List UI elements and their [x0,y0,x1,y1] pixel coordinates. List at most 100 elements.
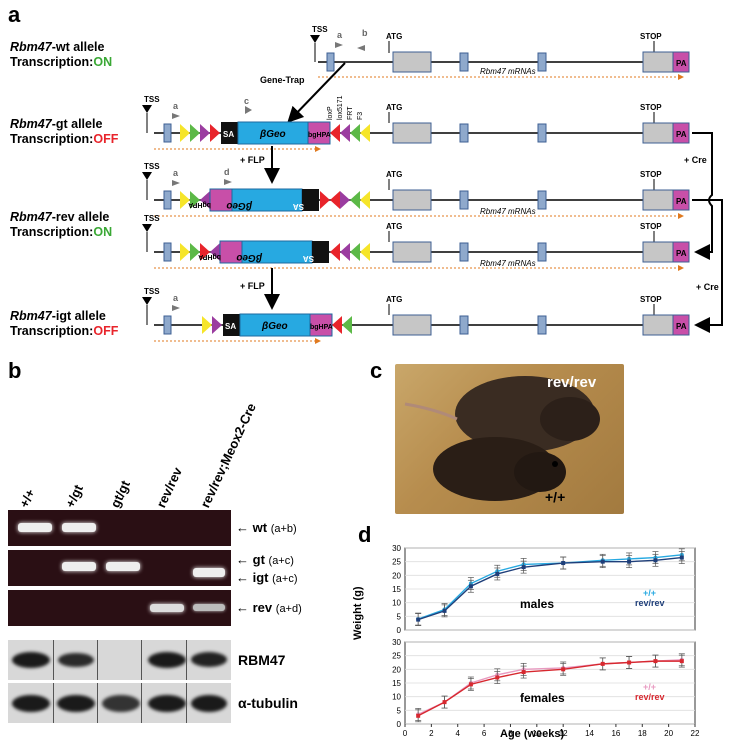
gene-trap-label: Gene-Trap [260,75,305,85]
mouse-photo: rev/rev +/+ [395,364,624,514]
data-point [600,661,605,666]
data-point [521,670,526,675]
y-tick-label: 10 [392,599,401,608]
bgeo-label: βGeo [261,321,288,332]
allele-igt-label: Rbm47-igt allele Transcription:OFF [10,309,118,339]
mrna-label: Rbm47 mRNAs [480,259,536,268]
data-point [679,555,684,560]
data-point [416,617,421,622]
band-name: rev [252,600,273,615]
band-label-rev: ← rev (a+d) [236,600,302,615]
allele-name: -igt allele [51,309,106,323]
bgeo-label: βGeo [236,252,263,263]
tss-label: TSS [144,214,160,223]
pa-label: PA [676,249,687,258]
tss-label: TSS [144,287,160,296]
blot-label-tubulin: α-tubulin [238,695,298,711]
gene-name: Rbm47 [10,117,52,131]
allele-rev-label: Rbm47-rev allele Transcription:ON [10,210,112,240]
x-tick-label: 16 [611,729,620,738]
gene-name: Rbm47 [10,309,52,323]
allele-diagram: TSS a b ATG STOP PA Rbm47 mRNAs Gene-Tra… [142,25,723,344]
atg-label: ATG [386,32,402,41]
allele-name: -wt allele [51,40,105,54]
gel-rev [8,590,231,626]
y-tick-label: 15 [392,585,401,594]
x-tick-label: 22 [691,729,700,738]
stop-label: STOP [640,32,662,41]
cre-label: + Cre [684,155,707,165]
pa-label: PA [676,130,687,139]
allele-gt-label: Rbm47-gt allele Transcription:OFF [10,117,118,147]
primer-d-label: d [224,167,230,177]
weight-xlabel: Age (weeks) [500,728,565,740]
lane-label: rev/rev;Meox2-Cre [197,400,259,510]
y-tick-label: 0 [397,720,402,729]
rev-alt-allele-row: TSS bgHPA βGeo SA ATG STOP PA Rbm47 mRNA… [142,214,690,271]
band-label-igt: ← igt (a+c) [236,570,298,585]
stop-label: STOP [640,295,662,304]
weight-ylabel: Weight (g) [352,586,364,640]
data-point [521,565,526,570]
lane-label: gt/gt [107,478,133,510]
legend-entry: +/+ [643,682,656,692]
y-tick-label: 10 [392,693,401,702]
primer-a-label: a [337,30,343,40]
allele-name: -gt allele [51,117,103,131]
bgeo-label: βGeo [259,129,286,140]
band-primers: (a+d) [275,603,302,615]
y-tick-label: 25 [392,558,401,567]
band-label-wt: ← wt (a+b) [236,520,297,535]
transcription-label: Transcription: [10,324,94,338]
gel-gt-igt [8,550,231,586]
transcription-status: ON [93,55,113,69]
gt-allele-row: TSS a SA βGeo bgHPA loxP lox5171 FRT F3 … [142,95,690,152]
x-tick-label: 2 [429,729,434,738]
y-tick-label: 20 [392,571,401,580]
band-name: wt [252,520,268,535]
data-point [495,571,500,576]
flp-label: + FLP [240,281,265,291]
data-point [561,561,566,566]
bgeo-label: βGeo [226,200,253,211]
bghpa-label: bgHPA [308,132,331,139]
stop-label: STOP [640,222,662,231]
panel-d-letter: d [358,522,372,547]
x-tick-label: 0 [403,729,408,738]
band-primers: (a+c) [272,573,298,585]
rev-allele-row: TSS a bgHPA βGeo SA d ATG STOP PA Rbm47 … [142,162,690,219]
transcription-label: Transcription: [10,55,94,69]
site-frt-label: FRT [347,106,354,120]
data-point [600,559,605,564]
y-tick-label: 5 [397,706,402,715]
primer-c-arrow-icon [245,106,252,114]
y-tick-label: 15 [392,679,401,688]
photo-label-wt: +/+ [545,489,566,505]
lane-label: +/+ [16,486,38,510]
sa-label: SA [303,254,314,263]
band-name: igt [252,570,269,585]
gene-name: Rbm47 [10,40,52,54]
panel-a-letter: a [8,2,21,27]
y-tick-label: 30 [392,544,401,553]
x-tick-label: 18 [638,729,647,738]
stop-label: STOP [640,170,662,179]
atg-label: ATG [386,170,402,179]
panel-c-letter: c [370,358,383,383]
blot-label-rbm47: RBM47 [238,652,286,668]
chart-title: males [520,597,554,611]
chart-title: females [520,691,565,705]
pa-label: PA [676,197,687,206]
atg-label: ATG [386,295,402,304]
data-point [416,713,421,718]
mrna-label: Rbm47 mRNAs [480,67,536,76]
legend-entry: +/+ [643,588,656,598]
series-line [417,554,682,620]
y-tick-label: 25 [392,652,401,661]
data-point [442,700,447,705]
allele-wt-label: Rbm47-wt allele Transcription:ON [10,40,112,70]
primer-b-arrow-icon [357,45,365,51]
panel-b-letter: b [8,358,22,383]
